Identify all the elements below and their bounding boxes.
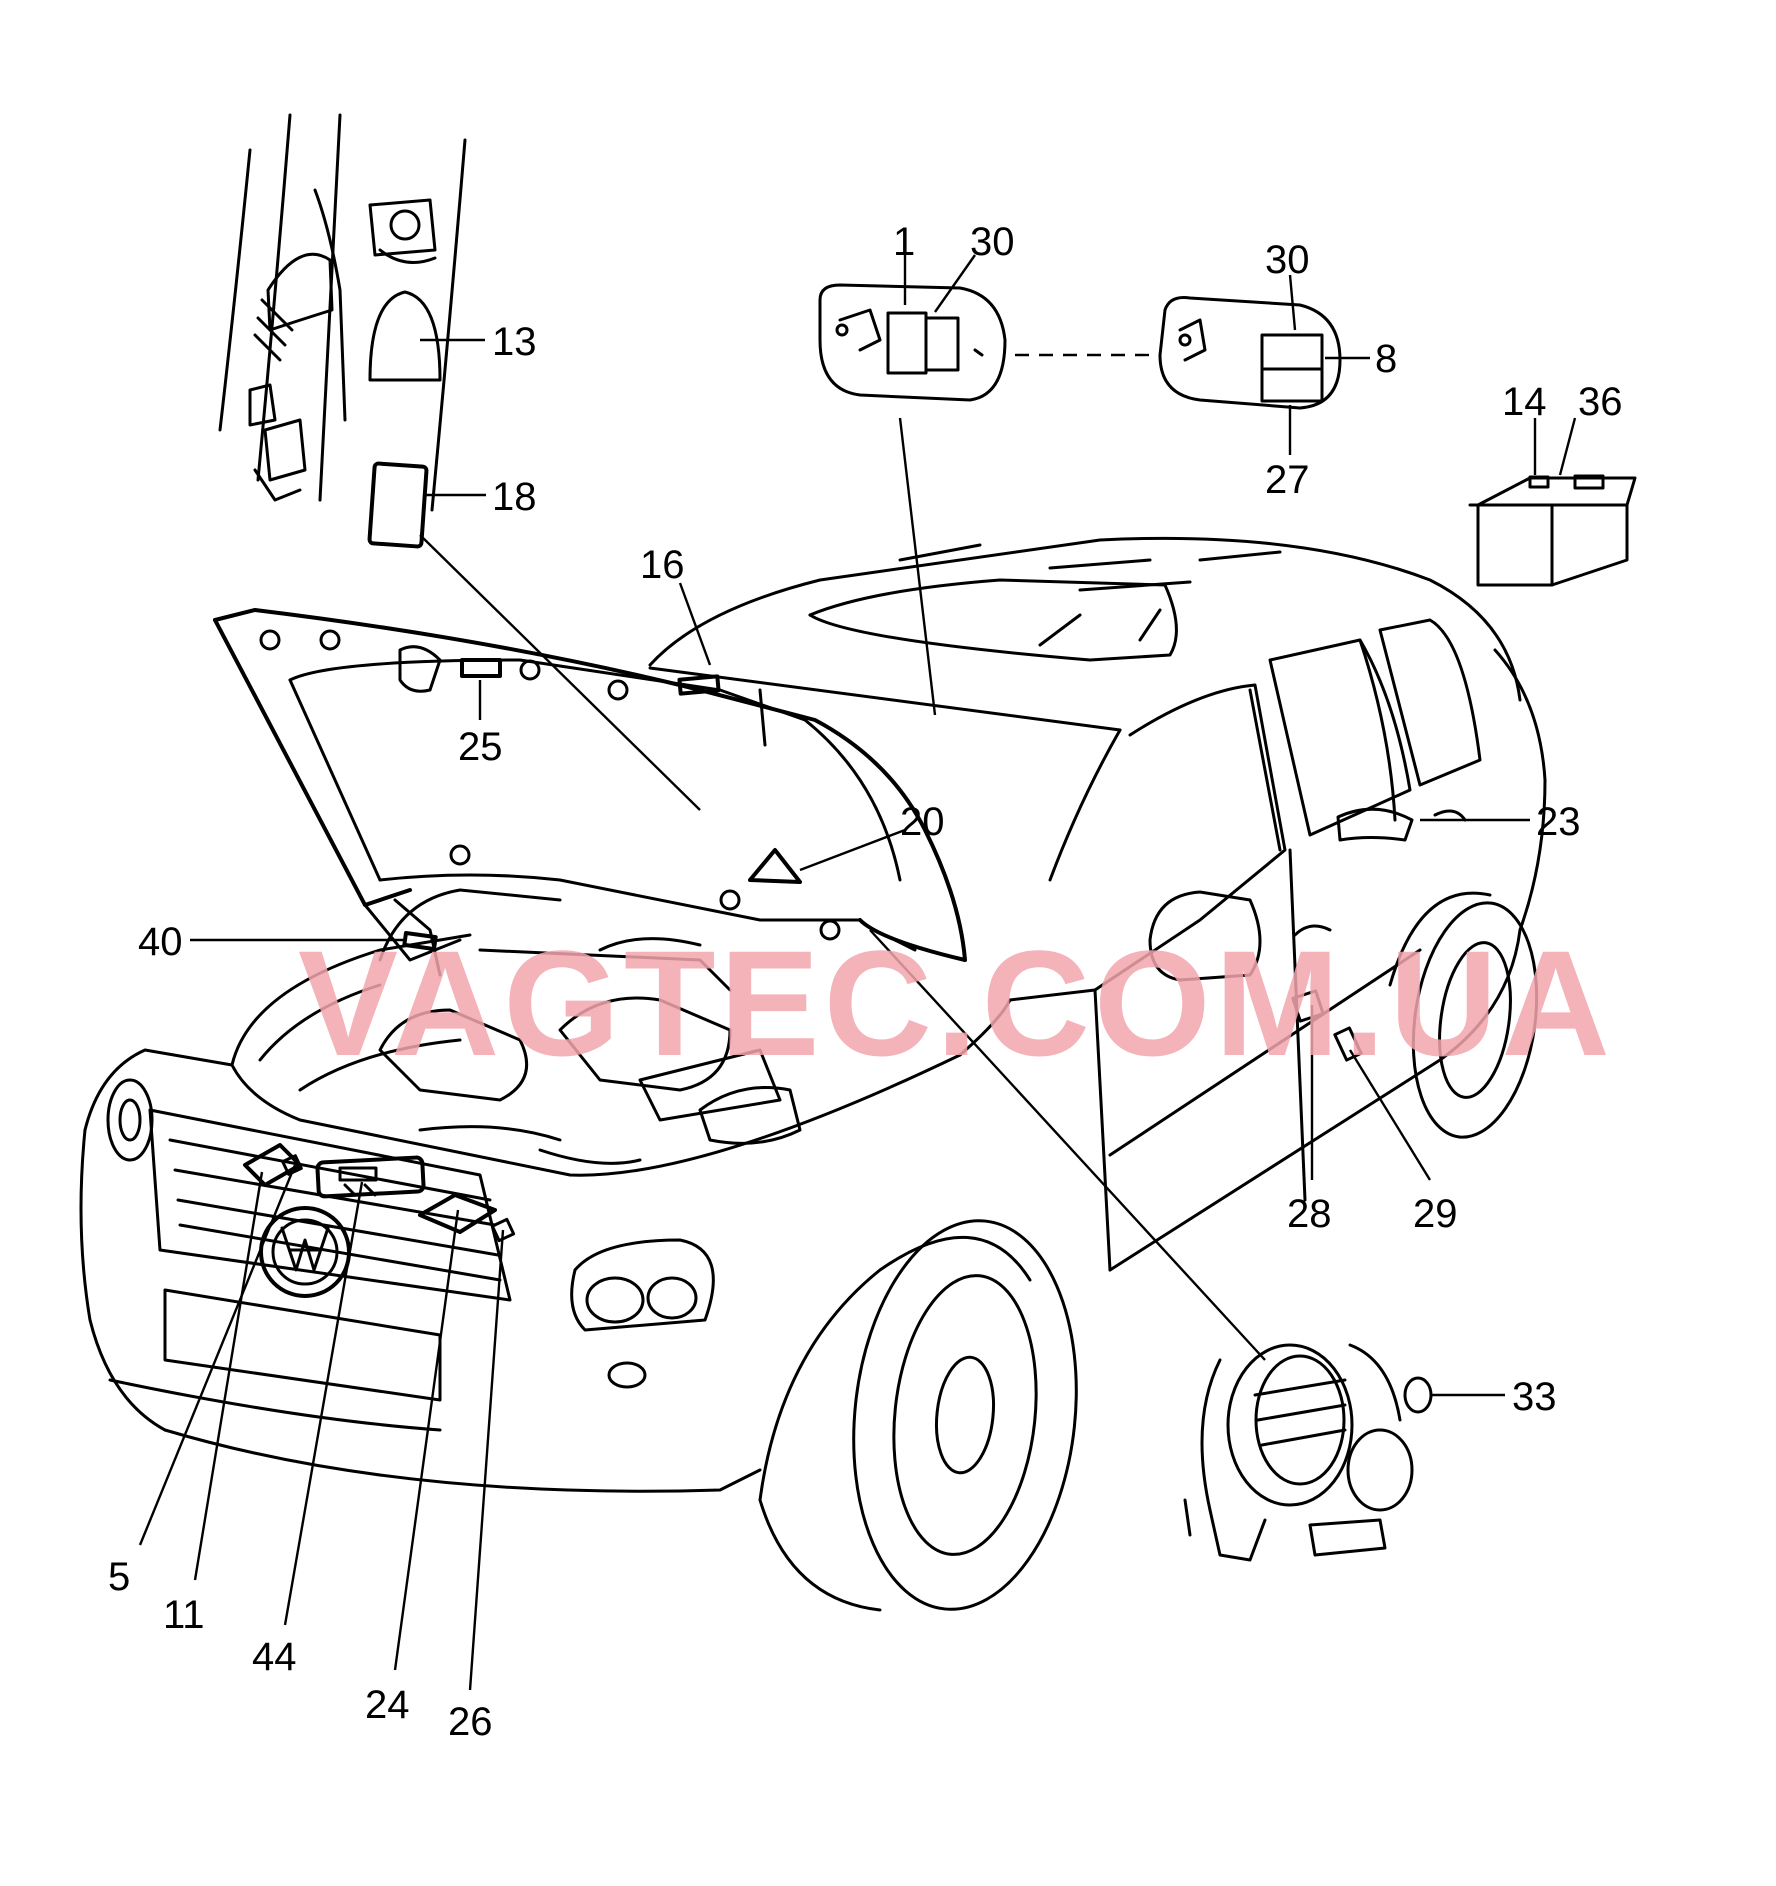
callout-16: 16 <box>640 543 685 587</box>
sun-visor-left <box>818 283 1007 402</box>
callout-25: 25 <box>458 725 503 769</box>
callout-numbers: 1 30 30 8 27 14 36 13 18 16 25 20 23 40 … <box>108 220 1623 1744</box>
pillar-cap <box>368 290 442 382</box>
callout-11: 11 <box>163 1593 205 1637</box>
door-pillar-detail <box>218 113 467 549</box>
hood-open <box>213 608 967 977</box>
callout-28: 28 <box>1287 1192 1332 1236</box>
callout-1: 1 <box>893 220 915 264</box>
air-vent-detail <box>1183 1343 1433 1562</box>
callout-44: 44 <box>252 1635 297 1679</box>
pillar-label-plate <box>367 461 429 549</box>
callout-13: 13 <box>492 320 537 364</box>
callout-23: 23 <box>1536 800 1581 844</box>
callout-29: 29 <box>1413 1192 1458 1236</box>
hood-label <box>460 658 502 678</box>
door-label <box>1336 807 1414 842</box>
warning-triangle <box>748 848 802 884</box>
callout-40: 40 <box>138 920 183 964</box>
callout-18: 18 <box>492 475 537 519</box>
callout-30-right: 30 <box>1265 238 1310 282</box>
callout-8: 8 <box>1375 337 1397 381</box>
watermark-text: VAGTEC.COM.UA <box>298 919 1614 1087</box>
vent-grommet <box>1403 1376 1433 1414</box>
roof-label <box>677 674 721 696</box>
callout-33: 33 <box>1512 1375 1557 1419</box>
leader-lines <box>138 240 1577 1691</box>
callout-20: 20 <box>900 800 945 844</box>
callout-24: 24 <box>365 1683 410 1727</box>
callout-5: 5 <box>108 1555 130 1599</box>
sun-visor-right <box>1158 296 1342 410</box>
vehicle-outline <box>79 536 1547 1612</box>
callout-30-left: 30 <box>970 220 1015 264</box>
battery <box>1468 474 1637 587</box>
callout-14: 14 <box>1502 380 1547 424</box>
callout-36: 36 <box>1578 380 1623 424</box>
callout-26: 26 <box>448 1700 493 1744</box>
callout-27: 27 <box>1265 458 1310 502</box>
